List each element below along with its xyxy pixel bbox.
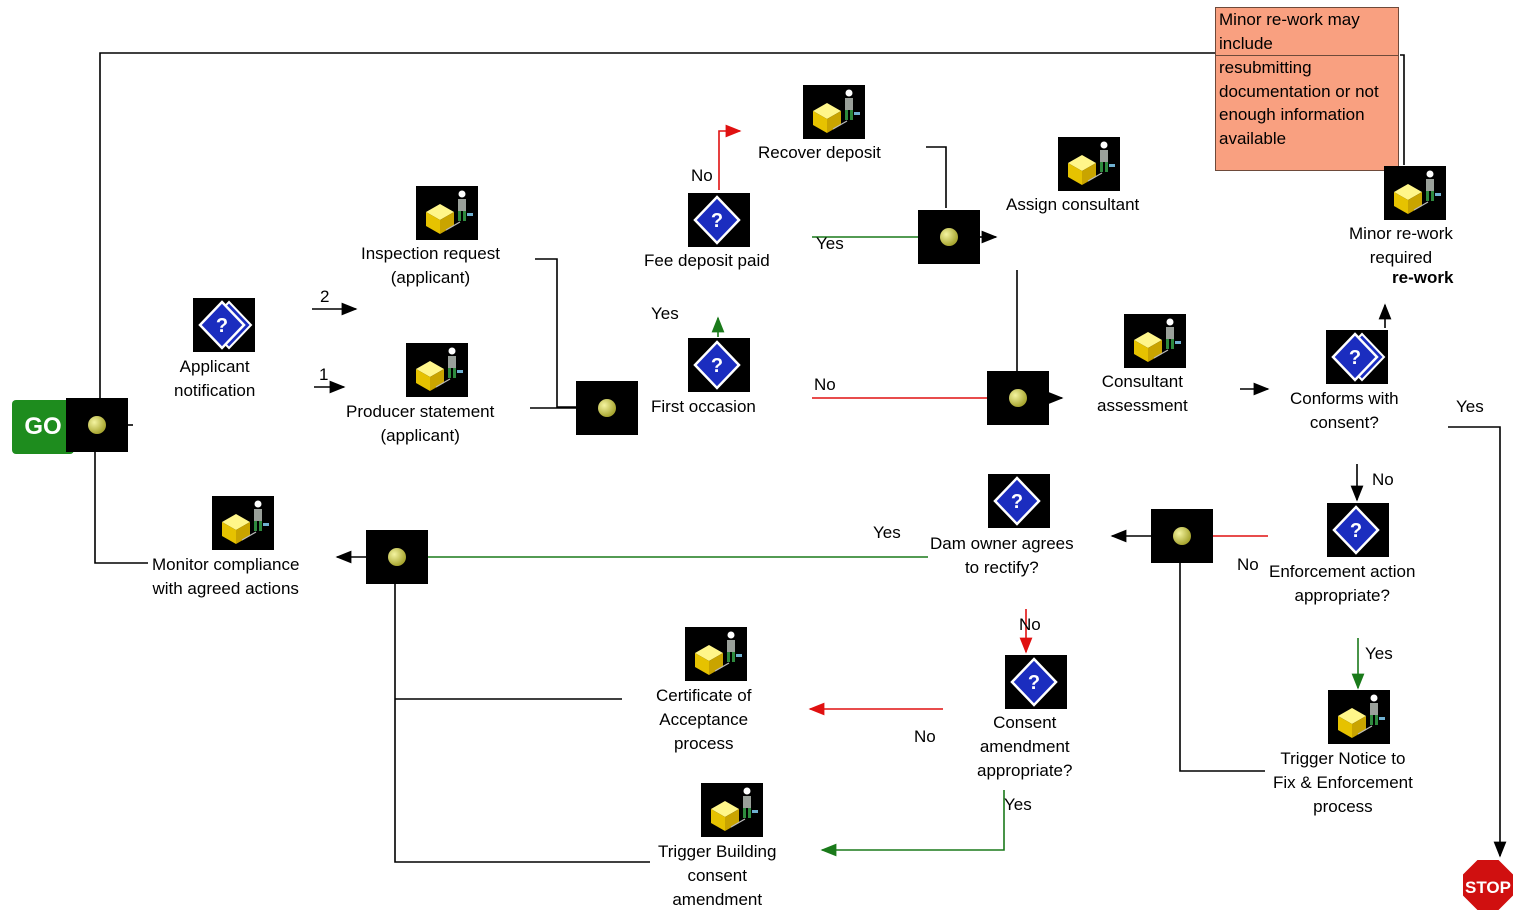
edge-label-fee-yes: Yes	[816, 234, 844, 253]
connector-start-monitor	[94, 452, 148, 564]
decision-label-fee-deposit: Fee deposit paid	[644, 251, 770, 270]
task-label-recover-deposit: Recover deposit	[758, 143, 881, 162]
edge-label-first-yes: Yes	[651, 304, 679, 323]
task-icon-trigger-notice[interactable]	[1328, 690, 1390, 744]
stop-label: STOP	[1465, 878, 1511, 897]
connector-loop-top	[99, 52, 1215, 400]
decision-icon-enforcement[interactable]: ?	[1327, 503, 1389, 557]
task-icon-recover-deposit[interactable]	[803, 85, 865, 139]
svg-text:?: ?	[1349, 347, 1361, 369]
connector-conforms-yes	[1448, 426, 1507, 858]
svg-text:?: ?	[1350, 520, 1362, 542]
task-icon-minor-rework[interactable]	[1384, 166, 1446, 220]
connector-recover-gate	[926, 146, 947, 208]
svg-text:?: ?	[216, 315, 228, 337]
edge-label-dam-no: No	[1019, 615, 1041, 634]
rework-note: Minor re-work may include resubmitting d…	[1215, 7, 1399, 171]
stop-end-icon[interactable]: STOP	[1461, 858, 1515, 912]
task-icon-inspection-request[interactable]	[416, 186, 478, 240]
task-label-inspection-request: Inspection request(applicant)	[361, 244, 500, 287]
decision-icon-applicant-notification[interactable]: ?	[193, 298, 255, 352]
svg-text:?: ?	[1028, 672, 1040, 694]
gateway-submission[interactable]	[576, 381, 638, 435]
decision-icon-first-occasion[interactable]: ?	[688, 338, 750, 392]
edge-label-seq-1: 1	[319, 365, 329, 384]
task-label-assign-consultant: Assign consultant	[1006, 195, 1140, 214]
connector-fee-no	[718, 124, 742, 190]
connector-note-rework	[1400, 54, 1405, 165]
decision-label-first-occasion: First occasion	[651, 397, 756, 416]
note-line-2: resubmitting documentation or not enough…	[1219, 58, 1379, 148]
decision-icon-consent-amendment[interactable]: ?	[1005, 655, 1067, 709]
gateway-assessment[interactable]	[987, 371, 1049, 425]
task-icon-trigger-building[interactable]	[701, 783, 763, 837]
task-icon-monitor-compliance[interactable]	[212, 496, 274, 550]
go-start-icon[interactable]: GO	[12, 400, 74, 454]
edge-label-amend-no: No	[914, 727, 936, 746]
decision-icon-conforms[interactable]: ?	[1326, 330, 1388, 384]
edge-label-seq-2: 2	[320, 287, 330, 306]
note-line-1: Minor re-work may include	[1219, 10, 1360, 53]
edge-label-conforms-yes: Yes	[1456, 397, 1484, 416]
edge-label-amend-yes: Yes	[1004, 795, 1032, 814]
svg-text:?: ?	[711, 355, 723, 377]
connector-gate-notice	[1179, 563, 1265, 772]
task-icon-certificate-acceptance[interactable]	[685, 627, 747, 681]
gateway-assign[interactable]	[918, 210, 980, 264]
gateway-enforcement[interactable]	[1151, 509, 1213, 563]
decision-icon-dam-owner[interactable]: ?	[988, 474, 1050, 528]
task-icon-producer-statement[interactable]	[406, 343, 468, 397]
edge-label-enforce-yes: Yes	[1365, 644, 1393, 663]
gateway-start[interactable]	[66, 398, 128, 452]
connector-gate-down	[394, 584, 650, 863]
connector-inspection-gate	[535, 258, 576, 408]
connector-amend-yes	[820, 790, 1005, 857]
svg-text:?: ?	[1011, 491, 1023, 513]
edge-label-first-no: No	[814, 375, 836, 394]
task-icon-consultant-assessment[interactable]	[1124, 314, 1186, 368]
decision-icon-fee-deposit[interactable]: ?	[688, 193, 750, 247]
task-icon-assign-consultant[interactable]	[1058, 137, 1120, 191]
edge-label-conforms-no: No	[1372, 470, 1394, 489]
gateway-monitor[interactable]	[366, 530, 428, 584]
svg-text:?: ?	[711, 210, 723, 232]
edge-label-dam-yes: Yes	[873, 523, 901, 542]
edge-label-fee-no: No	[691, 166, 713, 185]
edge-label-enforce-no: No	[1237, 555, 1259, 574]
edge-label-rework: re-work	[1392, 268, 1454, 287]
task-label-producer-statement: Producer statement(applicant)	[346, 402, 495, 445]
note-divider	[1216, 55, 1398, 56]
